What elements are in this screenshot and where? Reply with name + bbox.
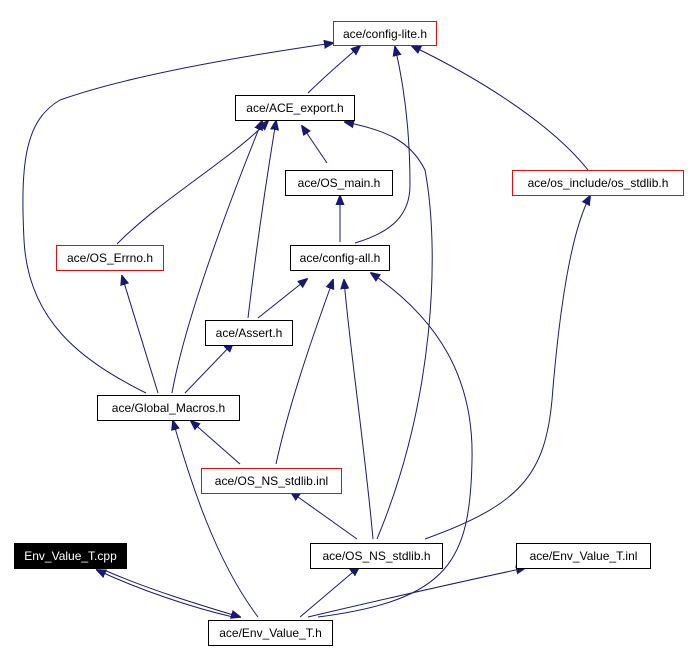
edge-env-value-cpp-to-env-value-h bbox=[103, 569, 240, 617]
node-env-value-t-h[interactable]: ace/Env_Value_T.h bbox=[208, 620, 333, 646]
edge-env-value-h-to-env-value-cpp bbox=[97, 570, 234, 618]
edge-assert-to-config-all bbox=[257, 279, 307, 319]
node-os-main-h[interactable]: ace/OS_main.h bbox=[285, 170, 393, 196]
edge-os-ns-stdlib-h-to-os-ns-stdlib-inl bbox=[291, 492, 358, 540]
edge-env-value-h-to-global-macros bbox=[173, 421, 259, 618]
edge-env-value-h-to-os-ns-stdlib-h bbox=[299, 567, 359, 618]
node-config-all-h[interactable]: ace/config-all.h bbox=[290, 245, 390, 271]
edge-global-macros-to-ace-export bbox=[171, 121, 262, 394]
node-assert-h[interactable]: ace/Assert.h bbox=[205, 320, 293, 346]
edge-config-all-to-config-lite bbox=[354, 47, 411, 244]
edge-os-ns-stdlib-h-to-config-all bbox=[344, 280, 374, 540]
node-os-include-os-stdlib-h[interactable]: ace/os_include/os_stdlib.h bbox=[512, 170, 684, 196]
node-os-ns-stdlib-inl[interactable]: ace/OS_NS_stdlib.inl bbox=[201, 468, 342, 494]
edge-ace-export-to-config-lite bbox=[307, 46, 360, 94]
node-env-value-t-inl[interactable]: ace/Env_Value_T.inl bbox=[516, 543, 651, 569]
edge-os-errno-to-ace-export bbox=[116, 121, 268, 245]
node-env-value-t-cpp: Env_Value_T.cpp bbox=[14, 543, 127, 569]
edge-os-ns-stdlib-h-to-os-stdlib bbox=[424, 196, 590, 540]
edge-os-ns-stdlib-inl-to-global-macros bbox=[191, 421, 241, 465]
edge-os-ns-stdlib-inl-to-config-all bbox=[275, 280, 333, 465]
edge-global-macros-to-config-lite bbox=[22, 43, 333, 394]
edge-env-value-h-to-env-value-inl bbox=[307, 568, 525, 618]
node-os-errno-h[interactable]: ace/OS_Errno.h bbox=[56, 245, 164, 271]
edge-os-ns-stdlib-h-to-ace-export bbox=[345, 122, 433, 540]
edge-env-value-h-to-config-all bbox=[317, 273, 473, 618]
node-config-lite-h[interactable]: ace/config-lite.h bbox=[333, 21, 437, 46]
node-os-ns-stdlib-h[interactable]: ace/OS_NS_stdlib.h bbox=[310, 543, 443, 569]
node-ace-export-h[interactable]: ace/ACE_export.h bbox=[235, 95, 355, 121]
node-global-macros-h[interactable]: ace/Global_Macros.h bbox=[97, 395, 240, 421]
edge-global-macros-to-assert bbox=[184, 343, 233, 394]
edge-os-main-to-ace-export bbox=[302, 126, 328, 164]
edge-assert-to-ace-export bbox=[247, 121, 276, 319]
edge-global-macros-to-os-errno bbox=[122, 276, 159, 394]
edge-os-stdlib-to-config-lite bbox=[412, 46, 589, 171]
